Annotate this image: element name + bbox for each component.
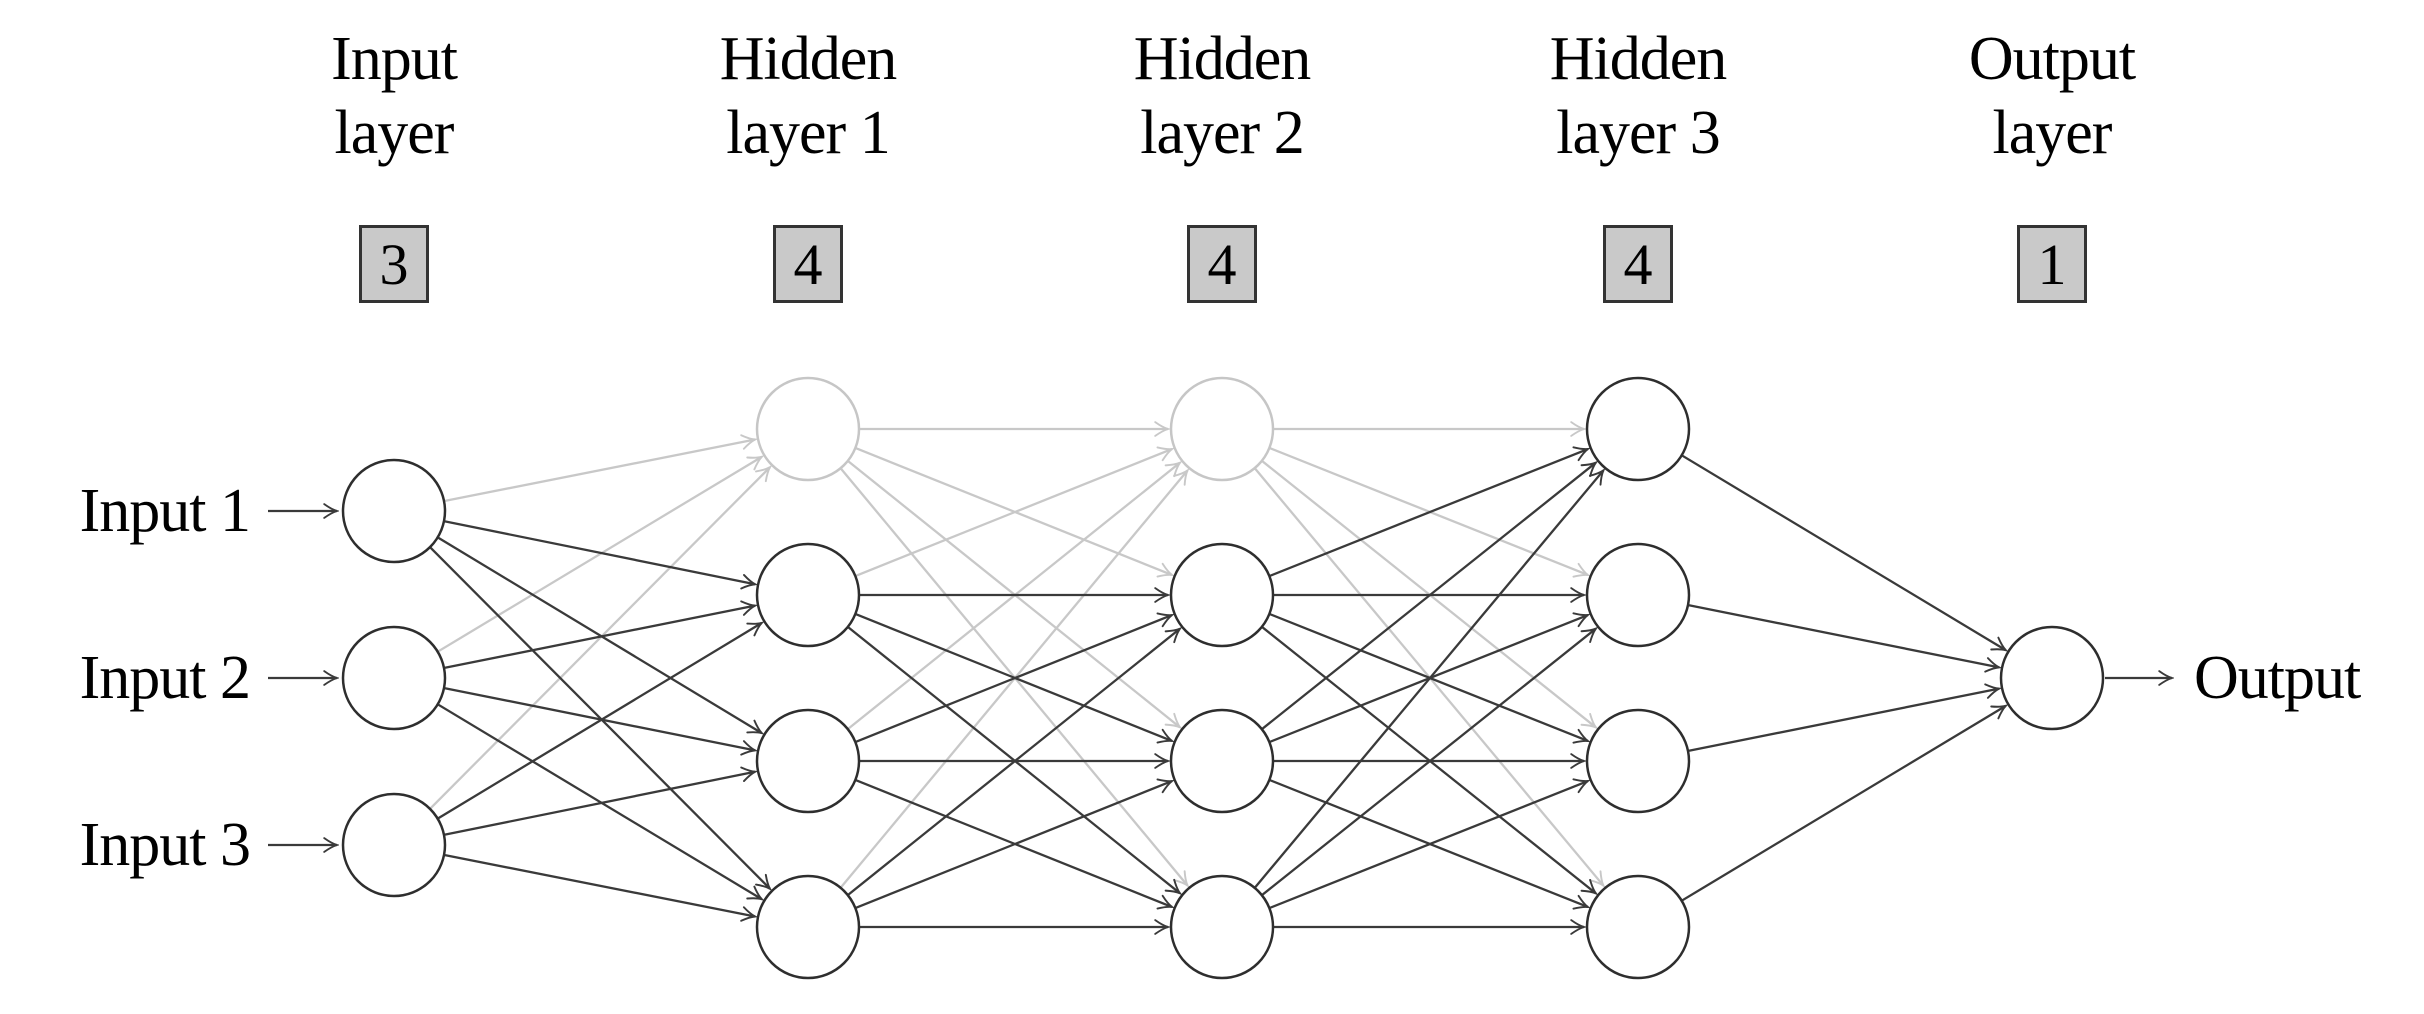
- input-label-3: Input 3: [79, 810, 251, 879]
- layer-header-line: layer 1: [726, 99, 890, 167]
- count-badge-hidden3: 4: [1603, 225, 1673, 303]
- connection: [1681, 454, 2006, 650]
- layer-header-line: layer 2: [1140, 99, 1304, 167]
- neuron-hidden1-2: [755, 542, 861, 648]
- layer-header-line: Output: [1968, 25, 2136, 93]
- neuron-input-2: [341, 625, 447, 731]
- neuron-input-1: [341, 458, 447, 564]
- connection: [444, 772, 755, 836]
- connection: [1269, 449, 1588, 577]
- neuron-hidden1-4: [755, 874, 861, 980]
- layer-header-line: Hidden: [1549, 25, 1728, 93]
- layer-header-line: Hidden: [1133, 25, 1312, 93]
- neuron-hidden2-3: [1169, 708, 1275, 814]
- connection: [1681, 706, 2006, 902]
- neuron-hidden2-4: [1169, 874, 1275, 980]
- edges-faded: [429, 429, 1604, 887]
- connection: [855, 615, 1172, 743]
- count-badge-hidden1: 4: [773, 225, 843, 303]
- neuron-input-3: [341, 792, 447, 898]
- layer-header-line: Input: [331, 25, 458, 93]
- neuron-hidden2-2: [1169, 542, 1275, 648]
- input-label-1: Input 1: [79, 476, 251, 545]
- connection: [1261, 463, 1596, 730]
- connection: [1261, 629, 1596, 896]
- connection: [437, 623, 762, 820]
- input-label-2: Input 2: [79, 643, 251, 712]
- connection-faded: [855, 449, 1172, 577]
- connection-faded: [437, 457, 762, 653]
- layer-header-line: layer 3: [1556, 99, 1720, 167]
- io-arrows: [268, 511, 2172, 845]
- edges: [429, 449, 2006, 927]
- neuron-hidden3-2: [1585, 542, 1691, 648]
- connection: [855, 781, 1172, 909]
- layer-header-line: Hidden: [719, 25, 898, 93]
- layer-header-line: layer: [1992, 99, 2113, 167]
- output-label: Output: [2194, 643, 2361, 712]
- connection: [847, 629, 1180, 896]
- connection: [1688, 604, 1999, 667]
- count-badge-hidden2: 4: [1187, 225, 1257, 303]
- neuron-hidden1-1-faded: [755, 376, 861, 482]
- neuron-hidden1-3: [755, 708, 861, 814]
- layer-header-line: layer: [334, 99, 455, 167]
- neurons: [341, 376, 2105, 980]
- neuron-output-1: [1999, 625, 2105, 731]
- neuron-hidden2-1-faded: [1169, 376, 1275, 482]
- connection: [444, 606, 755, 669]
- count-badge-input: 3: [359, 225, 429, 303]
- connection: [1269, 781, 1588, 909]
- connection: [444, 853, 755, 916]
- neuron-hidden3-3: [1585, 708, 1691, 814]
- connection: [444, 520, 755, 584]
- connection: [437, 536, 762, 733]
- connection-faded: [444, 439, 755, 503]
- neuron-hidden3-1: [1585, 376, 1691, 482]
- connection: [1254, 470, 1603, 888]
- connection: [1688, 689, 1999, 752]
- connection: [437, 703, 762, 899]
- count-badge-output: 1: [2017, 225, 2087, 303]
- neuron-hidden3-4: [1585, 874, 1691, 980]
